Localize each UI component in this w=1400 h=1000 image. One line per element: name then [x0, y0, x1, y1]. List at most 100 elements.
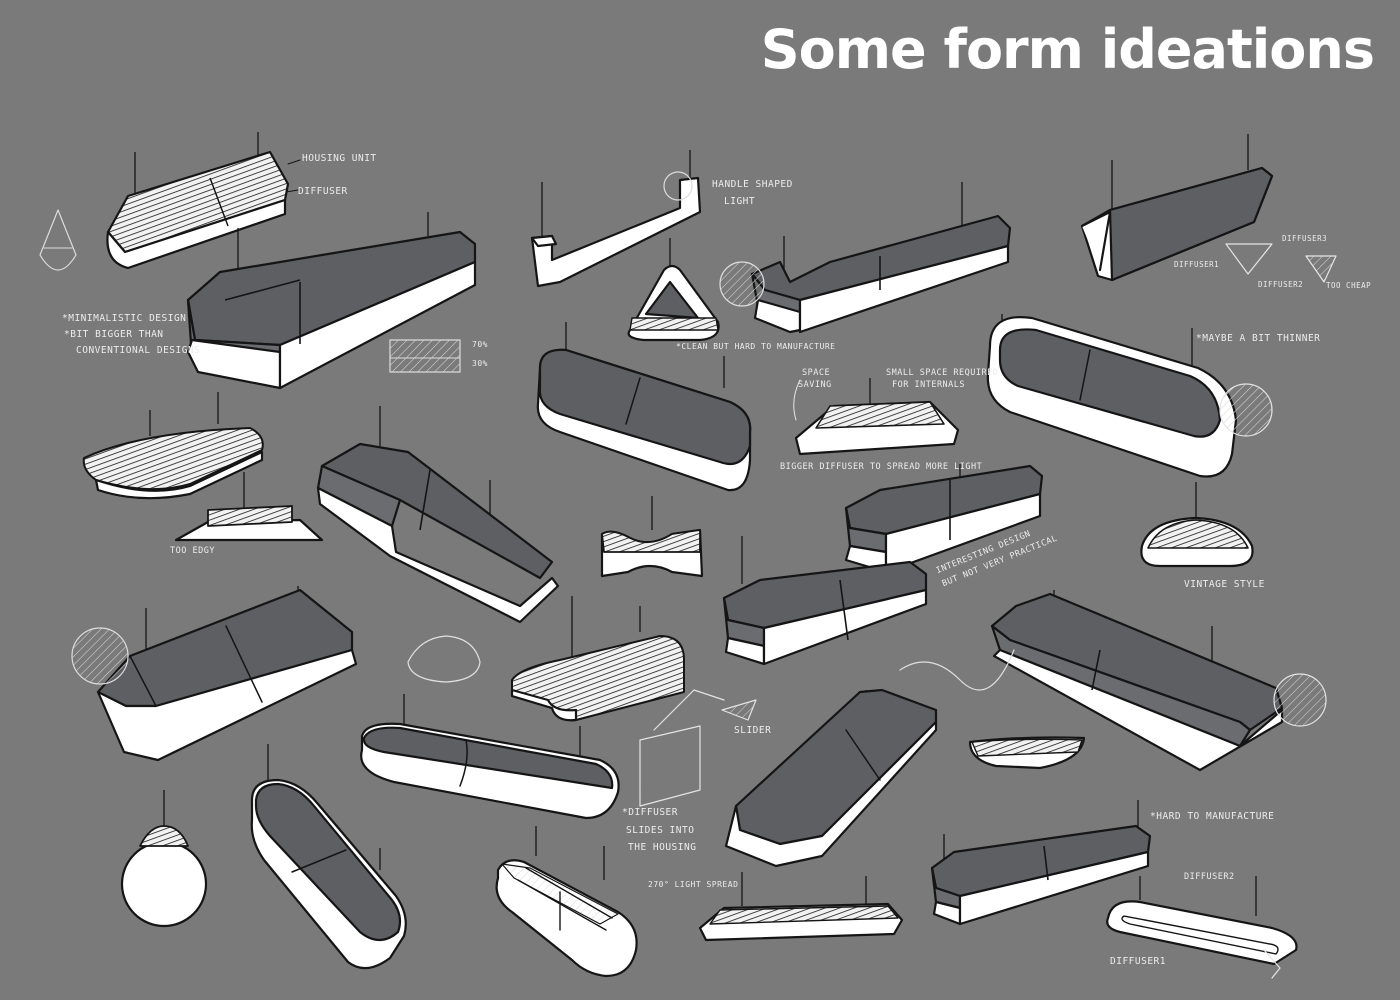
note-hard-to-manufacture: *Hard to manufacture: [1150, 811, 1275, 822]
section-bowl: [407, 635, 481, 683]
note-space-saving-2: saving: [798, 380, 832, 390]
lamp-bulb-cap: [139, 825, 189, 847]
note-slider: Slider: [734, 725, 772, 736]
note-small-space-2: for internals: [892, 380, 966, 390]
lamp-tall-capsule-seam: [291, 849, 347, 873]
note-clean-hard: *Clean but hard to manufacture: [676, 342, 836, 351]
lamp-bevel-1-seam: [419, 469, 431, 531]
lamp-bevel-2-seam: [225, 625, 263, 703]
section-wave: [899, 649, 1015, 691]
lamp-bevel-3-diffuser: [992, 648, 1284, 772]
lamp-handle-body: [530, 176, 702, 288]
lamp-wave-diffuser: [94, 450, 264, 500]
lamp-box-right-diffuser-end: [958, 850, 1150, 926]
section-circle: [71, 627, 129, 685]
note-diffuser-slides-3: the housing: [628, 842, 697, 853]
note-diffuser-slides-1: *Diffuser: [622, 807, 678, 818]
note-diffuser2-b: Diffuser2: [1184, 872, 1235, 882]
lamp-ribbed-lines: [517, 867, 613, 931]
note-too-edgy: Too edgy: [170, 546, 215, 556]
lamp-flat-1-diffuser-end: [278, 260, 477, 390]
lamp-tall-capsule-housing: [254, 782, 402, 942]
lamp-long-capsule-housing: [362, 726, 614, 790]
section-triangle-1: [1225, 243, 1273, 275]
lamp-bulb-globe: [120, 840, 208, 928]
lamp-stepped-2-bottom-diffuser-end: [762, 588, 928, 666]
lamp-hatched-capsule-diffuser: [510, 688, 578, 722]
lamp-bevel-1-diffuser: [316, 486, 560, 624]
lamp-stepped-diffuser-end: [798, 244, 1010, 334]
note-light-spread: 270° light spread: [648, 880, 739, 889]
note-diffuser1-b: Diffuser1: [1110, 956, 1166, 967]
lamp-handle-cap: [530, 234, 558, 248]
note-conventional: conventional designs: [76, 345, 201, 356]
lamp-bevel-3-seam: [1091, 649, 1101, 691]
note-pct-70: 70%: [472, 340, 488, 349]
lamp-wave-housing: [82, 427, 264, 491]
lamp-edgy-housing: [207, 505, 293, 527]
lamp-lens-housing: [971, 738, 1083, 757]
section-70-30: [389, 339, 461, 373]
lamp-bone-housing: [601, 529, 701, 553]
note-small-space-1: Small space required: [886, 368, 999, 378]
lamp-flat-1-seam: [224, 279, 301, 301]
note-diffuser-slides-2: slides into: [626, 825, 695, 836]
lamp-slab-housing: [709, 905, 899, 925]
lamp-triangle-hole: [644, 280, 700, 320]
lamp-vintage-housing: [1147, 519, 1249, 549]
leader-housing-unit: [287, 159, 301, 165]
lamp-space-saving-housing: [815, 401, 945, 429]
leader-diffuser: [285, 189, 299, 193]
lamp-ring-arrow: [1263, 949, 1281, 979]
lamp-wedge-housing: [1108, 166, 1274, 282]
lamp-bevel-2-diffuser: [96, 648, 358, 762]
lamp-capsule-seam: [625, 377, 641, 425]
section-circle: [1273, 673, 1327, 727]
lamp-capsule-housing: [538, 348, 752, 466]
lamp-tapered-seam: [845, 729, 881, 781]
lamp-oval-seam: [1079, 349, 1091, 401]
sketch-layer: [39, 132, 1337, 979]
section-triangle-2: [1305, 255, 1337, 283]
lamp-ribbed-diffuser: [495, 859, 638, 978]
slider-arrow-icon: [721, 699, 757, 721]
note-handle-shaped: Handle shaped: [712, 179, 793, 190]
note-diffuser: Diffuser: [298, 186, 348, 197]
note-minimalistic: *Minimalistic design: [62, 313, 187, 324]
lamp-box-right-seam: [1043, 845, 1049, 881]
section-circle: [719, 261, 765, 307]
note-diffuser-1: Diffuser1: [1174, 260, 1220, 269]
page-title: Some form ideations: [760, 18, 1375, 81]
note-diffuser-3: Diffuser3: [1282, 234, 1328, 243]
lamp-hatched-capsule-housing: [511, 635, 685, 722]
section-teardrop: [39, 209, 77, 271]
section-circle: [663, 171, 693, 201]
lamp-flat-1-diffuser: [186, 338, 282, 390]
lamp-ring-inner: [1121, 915, 1279, 955]
section-slider-box: [639, 725, 701, 807]
note-bigger-diffuser: Bigger diffuser to spread more light: [780, 462, 983, 472]
lamp-bevel-2-seam: [129, 655, 157, 707]
lamp-long-capsule-seam: [459, 739, 468, 787]
note-housing-unit: Housing unit: [302, 153, 377, 164]
lamp-tapered-diffuser: [724, 720, 938, 868]
section-slider-rail: [653, 689, 725, 731]
lamp-stepped-2-bottom-seam: [839, 579, 849, 641]
note-diffuser-2: Diffuser2: [1258, 280, 1304, 289]
note-maybe-thinner: *Maybe a bit thinner: [1196, 333, 1321, 344]
lamp-stepped-2-top-diffuser-end: [884, 492, 1042, 574]
leader-space-saving: [793, 379, 801, 421]
note-space-saving-1: Space: [802, 368, 831, 378]
note-too-cheap: Too cheap: [1326, 281, 1372, 290]
lamp-stepped-diffuser: [753, 298, 802, 334]
note-vintage: Vintage style: [1184, 579, 1265, 590]
section-circle: [1219, 383, 1273, 437]
note-light: light: [724, 196, 756, 207]
lamp-oval-housing: [998, 328, 1222, 438]
lamp-hatched-1-seam: [209, 177, 229, 227]
note-bit-bigger: *Bit bigger than: [64, 329, 164, 340]
lamp-hatched-1-diffuser: [106, 198, 287, 270]
note-pct-30: 30%: [472, 359, 488, 368]
lamp-wedge-end: [1080, 210, 1112, 272]
lamp-triangle-hatch: [629, 317, 719, 331]
